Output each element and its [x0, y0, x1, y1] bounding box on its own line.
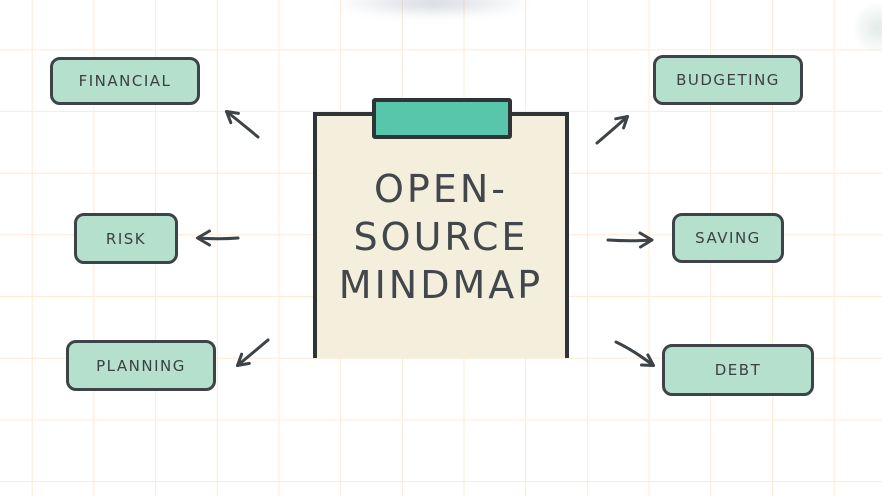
top-edge-shadow	[333, 0, 533, 18]
connector-arrow-financial[interactable]	[220, 105, 264, 143]
node-label: RISK	[105, 229, 147, 248]
central-topic-line: OPEN-	[374, 167, 508, 211]
node-saving[interactable]: SAVING	[672, 213, 784, 263]
central-topic-note[interactable]: OPEN- SOURCE MINDMAP	[313, 112, 569, 358]
node-financial[interactable]: FINANCIAL	[50, 57, 200, 105]
central-topic-line: MINDMAP	[338, 263, 544, 307]
connector-arrow-risk[interactable]	[194, 228, 244, 249]
connector-arrow-debt[interactable]	[612, 338, 658, 372]
connector-arrow-budgeting[interactable]	[593, 110, 635, 148]
node-label: FINANCIAL	[78, 72, 172, 90]
node-label: PLANNING	[96, 356, 186, 375]
node-budgeting[interactable]: BUDGETING	[653, 55, 803, 105]
node-debt[interactable]: DEBT	[662, 344, 814, 396]
clipboard-clip[interactable]	[372, 98, 512, 139]
node-planning[interactable]: PLANNING	[66, 340, 216, 391]
node-risk[interactable]: RISK	[74, 213, 178, 264]
top-right-ghost-circle	[852, 2, 882, 54]
node-label: DEBT	[714, 361, 762, 379]
central-topic-line: SOURCE	[353, 215, 529, 259]
node-label: BUDGETING	[676, 71, 780, 89]
central-topic: OPEN- SOURCE MINDMAP	[339, 165, 543, 309]
connector-arrow-planning[interactable]	[233, 336, 273, 372]
connector-arrow-saving[interactable]	[604, 230, 656, 251]
node-label: SAVING	[695, 229, 761, 247]
